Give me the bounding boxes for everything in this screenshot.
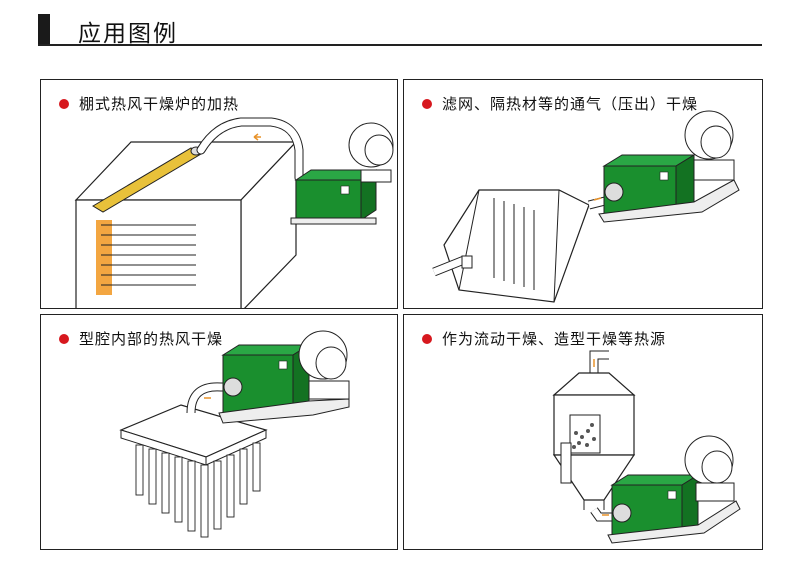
page-title: 应用图例 (78, 21, 178, 47)
bullet-dot-icon (422, 333, 432, 344)
panel-title: 滤网、隔热材等的通气（压出）干燥 (442, 95, 699, 113)
bullet-dot-icon (59, 98, 69, 109)
bullet-dot-icon (59, 333, 69, 344)
panel-title: 棚式热风干燥炉的加热 (79, 95, 240, 113)
panel-title: 型腔内部的热风干燥 (79, 330, 224, 348)
header-divider (38, 44, 762, 46)
mold-cavity-illustration (119, 330, 350, 538)
panel-shelf-oven: 棚式热风干燥炉的加热 (40, 79, 398, 309)
header-accent-bar (38, 14, 50, 46)
panel-header: 型腔内部的热风干燥 (59, 328, 223, 349)
panel-fluid-drying: 作为流动干燥、造型干燥等热源 (403, 314, 763, 550)
panel-header: 棚式热风干燥炉的加热 (59, 93, 239, 114)
shelf-oven-illustration (74, 117, 394, 308)
bullet-dot-icon (422, 98, 432, 109)
panel-header: 作为流动干燥、造型干燥等热源 (422, 328, 666, 349)
fluid-drying-illustration (552, 350, 741, 544)
panel-header: 滤网、隔热材等的通气（压出）干燥 (422, 93, 698, 114)
panel-mold-cavity: 型腔内部的热风干燥 (40, 314, 398, 550)
panel-title: 作为流动干燥、造型干燥等热源 (442, 330, 667, 348)
filter-drying-illustration (432, 110, 740, 303)
panel-filter-drying: 滤网、隔热材等的通气（压出）干燥 (403, 79, 763, 309)
